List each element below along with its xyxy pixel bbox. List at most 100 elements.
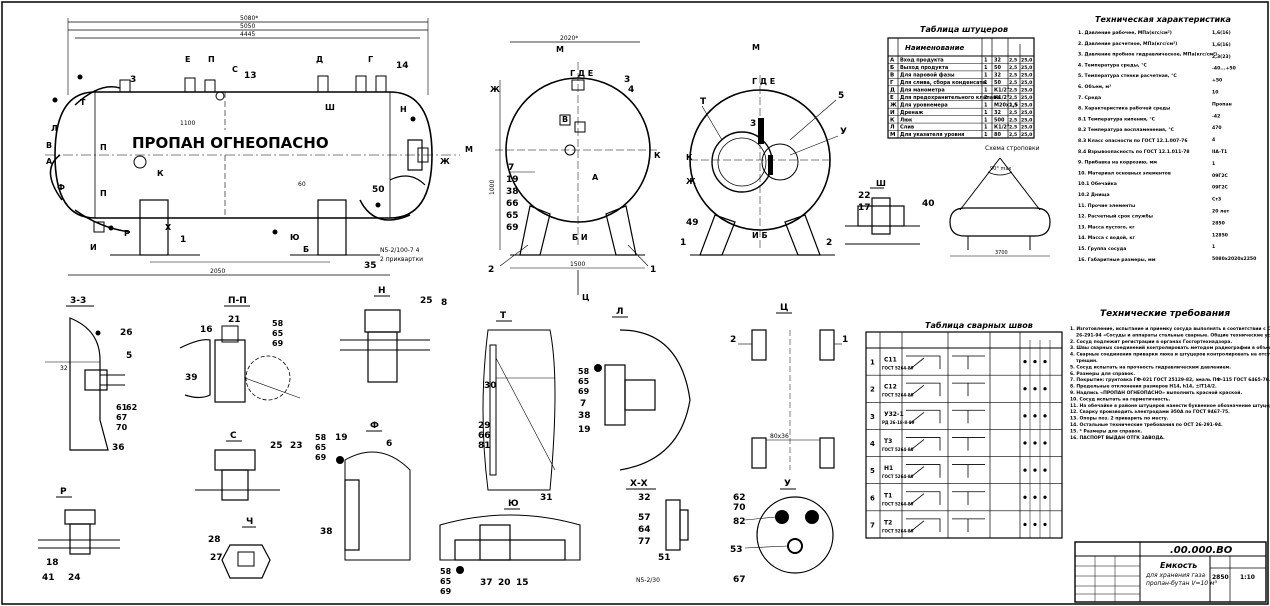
section-p-p: П-П 16 21 58 65 69 39 bbox=[179, 296, 301, 403]
spp-16: 16 bbox=[200, 325, 213, 335]
requirement-line: 13. Опоры поз. 2 приварить по месту. bbox=[1070, 416, 1169, 422]
sn-title: Н bbox=[378, 286, 386, 296]
nozzle-row-dn: К1/2" bbox=[994, 87, 1010, 93]
spec-value: 2,3(23) bbox=[1212, 54, 1231, 60]
spec-value: 1 bbox=[1212, 161, 1215, 167]
svg-text:М: М bbox=[465, 145, 473, 154]
nozzle-row-name: Для паровой фазы bbox=[900, 72, 955, 79]
sxx-title: Х-Х bbox=[630, 479, 648, 489]
st-29: 29 bbox=[478, 421, 491, 431]
svg-text:П: П bbox=[208, 55, 215, 64]
nozzle-row-dn: М20х1,5 bbox=[994, 102, 1019, 108]
requirement-line: 2. Сосуд подлежит регистрации в органах … bbox=[1070, 339, 1232, 345]
svg-text:С: С bbox=[232, 65, 238, 74]
requirement-line: 14. Остальные технические требования по … bbox=[1070, 421, 1223, 428]
side-letters-bottom: Б И bbox=[572, 233, 588, 242]
sch-28: 28 bbox=[208, 535, 221, 545]
side-letter-zh: Ж bbox=[490, 85, 500, 94]
nozzle-row-dn: К1/2" bbox=[994, 95, 1010, 101]
section-t: Т 30 29 66 81 31 bbox=[478, 311, 556, 503]
nozzle-row-code: В bbox=[890, 73, 894, 79]
tech-requirements: Технические требования 1. Изготовление, … bbox=[1070, 308, 1270, 441]
end-pos-2: 2 bbox=[826, 238, 832, 248]
nozzle-row-dn: 32 bbox=[994, 58, 1001, 64]
spp-title: П-П bbox=[228, 296, 247, 306]
nozzle-row-dn: К1/2" bbox=[994, 125, 1010, 131]
weld-row-num: 5 bbox=[870, 467, 875, 475]
nozzle-row-qty: 2 bbox=[984, 95, 988, 101]
syu-69: 69 bbox=[440, 587, 452, 596]
section-f: Ф 58 65 69 19 6 38 bbox=[315, 421, 411, 561]
st-31: 31 bbox=[540, 493, 553, 503]
main-pos-35: 35 bbox=[364, 261, 377, 271]
spec-value: +50 bbox=[1212, 78, 1222, 84]
nozzle-row-pn2: 25,0 bbox=[1021, 73, 1032, 79]
nozzle-row-code: Л bbox=[890, 125, 895, 131]
nozzle-row-qty: 1 bbox=[984, 125, 988, 131]
weld-row-std: РД 26-18-8-89 bbox=[882, 420, 915, 425]
sts-title: Ц bbox=[780, 303, 788, 313]
sr-41: 41 bbox=[42, 573, 55, 583]
sling-title: Схема строповки bbox=[985, 145, 1040, 152]
requirement-line: 9. Надпись «ПРОПАН ОГНЕОПАСНО» выполнить… bbox=[1070, 389, 1242, 396]
nozzle-row-dn: 50 bbox=[994, 80, 1001, 86]
nozzle-row-pn: 2,5 bbox=[1009, 102, 1017, 108]
side-letter-v: В bbox=[562, 115, 568, 124]
nozzle-row-pn2: 25,0 bbox=[1021, 117, 1032, 123]
spec-value: 4 bbox=[1212, 137, 1215, 143]
main-pos-13: 13 bbox=[244, 71, 257, 81]
sl-7: 7 bbox=[580, 399, 586, 409]
title-name-2: для хранения газа bbox=[1145, 572, 1206, 579]
dim-4445: 4445 bbox=[240, 31, 255, 38]
weld-row-std: ГОСТ 5264-80 bbox=[882, 474, 914, 479]
section-ch: Ч 28 27 bbox=[208, 517, 271, 579]
nozzle-row-dn: 80 bbox=[994, 132, 1001, 138]
dim-2050: 2050 bbox=[210, 268, 225, 275]
section-s: С 25 23 bbox=[195, 431, 303, 501]
dim-5050: 5050 bbox=[240, 23, 255, 30]
st-title: Т bbox=[500, 311, 507, 321]
section-n: Н 25 8 bbox=[340, 286, 447, 383]
weld-row-num: 2 bbox=[870, 386, 875, 394]
nozzle-row-name: Дренаж bbox=[900, 110, 923, 116]
nozzle-row-name: Вход продукта bbox=[900, 58, 944, 64]
spec-value: 5080х2020х2250 bbox=[1212, 256, 1256, 262]
side-letter-ts: Ц bbox=[582, 293, 589, 302]
nozzle-row-pn: 2,5 bbox=[1009, 58, 1017, 64]
requirement-line: 15. * Размеры для справок. bbox=[1070, 428, 1142, 434]
requirement-line: трещин. bbox=[1076, 359, 1098, 364]
svg-text:Х: Х bbox=[165, 223, 172, 232]
svg-text:Г: Г bbox=[368, 55, 373, 64]
title-mass: 2850 bbox=[1212, 574, 1229, 581]
nozzle-row-pn2: 25,0 bbox=[1021, 132, 1032, 138]
end-letters-top: Г Д Е bbox=[752, 77, 775, 86]
spec-item: 16. Габаритные размеры, мм bbox=[1078, 256, 1156, 263]
end-pos-t: Т bbox=[700, 97, 707, 107]
weld-row-std: ГОСТ 5264-80 bbox=[882, 528, 914, 533]
svg-text:Е: Е bbox=[185, 55, 190, 64]
nozzle-row-dn: 32 bbox=[994, 110, 1001, 116]
st-81: 81 bbox=[478, 441, 491, 451]
spec-item: 8.2 Температура воспламенения, °С bbox=[1078, 127, 1175, 133]
spec-item: 3. Давление пробное гидравлическое, МПа(… bbox=[1078, 51, 1217, 58]
s33-5: 5 bbox=[126, 351, 132, 361]
sn-8: 8 bbox=[441, 298, 447, 308]
s33-26: 26 bbox=[120, 328, 133, 338]
nozzle-note2: 2 приквартки bbox=[380, 256, 423, 263]
syu-20: 20 bbox=[498, 578, 511, 588]
sxx-64: 64 bbox=[638, 525, 651, 535]
spp-21: 21 bbox=[228, 315, 241, 325]
side-pos-66: 66 bbox=[506, 199, 519, 209]
svg-text:Л: Л bbox=[51, 124, 58, 133]
requirement-line: 10. Сосуд испытать на герметичность. bbox=[1070, 396, 1171, 402]
st-30: 30 bbox=[484, 381, 497, 391]
nozzle-row-name: Для предохранительного клапана bbox=[900, 95, 1000, 101]
dim-60: 60 bbox=[298, 181, 306, 188]
side-view: 2020* 1500 1000 Ц Г Д Е Б И А В К Ж М 7 … bbox=[488, 35, 661, 302]
sl-title: Л bbox=[616, 307, 623, 317]
spec-item: 13. Масса пустого, кг bbox=[1078, 224, 1135, 230]
nozzle-row-pn: 2,5 bbox=[1009, 132, 1017, 138]
